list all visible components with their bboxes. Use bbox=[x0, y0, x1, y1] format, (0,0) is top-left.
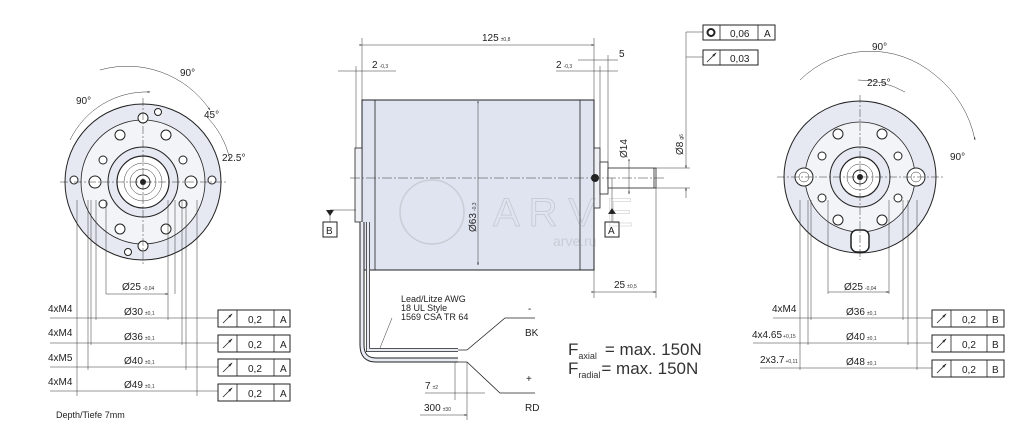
svg-text:0,06: 0,06 bbox=[730, 29, 750, 40]
svg-text:A: A bbox=[608, 226, 615, 237]
runout-icon bbox=[936, 363, 947, 374]
svg-text:0,2: 0,2 bbox=[962, 315, 976, 326]
svg-text:Ø49±0,1: Ø49±0,1 bbox=[124, 380, 155, 391]
right-offset-dim: 2-0,3 bbox=[556, 60, 572, 71]
svg-text:2x3.7+0,11: 2x3.7+0,11 bbox=[760, 355, 798, 366]
svg-text:B: B bbox=[326, 226, 333, 237]
left-dim-rows: 4xM4 Ø30±0,1 0,2 A 4xM4 Ø36±0,1 0,2 A 4x… bbox=[48, 304, 291, 402]
svg-text:Ø40±0,1: Ø40±0,1 bbox=[846, 332, 877, 343]
runout-icon bbox=[222, 387, 233, 398]
svg-text:Ø36±0,1: Ø36±0,1 bbox=[124, 332, 155, 343]
lead-length-dim: 300±30 bbox=[424, 403, 451, 414]
runout-icon bbox=[222, 338, 233, 349]
thread-label: 4xM4 bbox=[48, 304, 73, 315]
svg-text:0,03: 0,03 bbox=[730, 54, 750, 65]
svg-text:0,2: 0,2 bbox=[962, 365, 976, 376]
strip-length-dim: 7±2 bbox=[425, 381, 438, 392]
svg-text:4xM4: 4xM4 bbox=[48, 377, 73, 388]
svg-text:B: B bbox=[992, 365, 999, 376]
lead-note-2: 18 UL Style bbox=[401, 303, 447, 313]
runout-icon bbox=[936, 313, 947, 324]
left-row-1: 4xM4 Ø30±0,1 0,2 A bbox=[48, 304, 291, 328]
left-angle-1: 90° bbox=[76, 96, 91, 107]
lead-note-1: Lead/Litze AWG bbox=[401, 294, 466, 304]
svg-text:A: A bbox=[280, 364, 287, 375]
runout-icon bbox=[706, 52, 717, 63]
runout-icon bbox=[222, 313, 233, 324]
svg-text:4xM4: 4xM4 bbox=[48, 328, 73, 339]
svg-text:A: A bbox=[280, 315, 287, 326]
svg-text:0,2: 0,2 bbox=[248, 389, 262, 400]
left-angle-3: 45° bbox=[204, 110, 219, 121]
runout-icon bbox=[936, 338, 947, 349]
right-d25: Ø25-0,04 bbox=[844, 282, 877, 293]
shaft-tolerance-frames: 0,06 A 0,03 bbox=[685, 24, 776, 100]
wire-plus: + bbox=[526, 374, 532, 385]
depth-note: Depth/Tiefe 7mm bbox=[56, 410, 125, 420]
datum-a: A bbox=[604, 178, 620, 238]
wire-minus: - bbox=[528, 304, 531, 315]
hub-diameter: Ø14 bbox=[619, 139, 630, 158]
svg-text:0,2: 0,2 bbox=[248, 315, 262, 326]
left-d25: Ø25-0,04 bbox=[122, 282, 155, 293]
force-limits: Faxial= max. 150N Fradial= max. 150N bbox=[568, 340, 702, 380]
svg-text:0,2: 0,2 bbox=[962, 340, 976, 351]
right-row-1: 4xM4 Ø36±0,1 0,2 B bbox=[772, 304, 1005, 328]
radial-force: Fradial= max. 150N bbox=[568, 359, 698, 380]
right-row-3: 2x3.7+0,11 Ø48±0,1 0,2 B bbox=[760, 355, 1005, 378]
left-row-3: 4xM5 Ø40±0,1 0,2 A bbox=[48, 353, 291, 377]
svg-text:4xM4: 4xM4 bbox=[772, 304, 797, 315]
lead-note-3: 1569 CSA TR 64 bbox=[401, 312, 468, 322]
svg-text:0,2: 0,2 bbox=[248, 340, 262, 351]
watermark-logo: A R V E arve.ru bbox=[399, 179, 634, 249]
svg-text:Ø36±0,1: Ø36±0,1 bbox=[846, 307, 877, 318]
axial-force: Faxial= max. 150N bbox=[568, 340, 702, 361]
length-dim: 125±0,8 bbox=[482, 33, 511, 44]
left-flange-holes bbox=[69, 108, 217, 256]
right-flange-view: 90° 22.5° 90° Ø25-0,04 4xM4 Ø36±0,1 0,2 … bbox=[752, 42, 1005, 378]
left-row-4: 4xM4 Ø49±0,1 0,2 A bbox=[48, 377, 291, 402]
datum-b: B bbox=[322, 209, 356, 238]
svg-text:Ø40±0,1: Ø40±0,1 bbox=[124, 356, 155, 367]
shaft-diameter: Ø8g6 bbox=[675, 134, 686, 155]
left-flange-view: 90° 90° 45° 22.5° Ø25-0,04 4xM4 Ø30±0,1 … bbox=[48, 66, 291, 420]
body-diameter: Ø63-0,3 bbox=[468, 202, 479, 232]
left-offset-dim: 2-0,3 bbox=[372, 60, 388, 71]
svg-text:4xM5: 4xM5 bbox=[48, 353, 73, 364]
svg-text:A: A bbox=[280, 340, 287, 351]
right-angle-2: 22.5° bbox=[867, 78, 890, 89]
svg-text:A: A bbox=[280, 389, 287, 400]
motor-side-view: Ø63-0,3 125±0,8 2-0,3 2-0,3 5 Ø14 Ø8g6 0… bbox=[322, 24, 776, 420]
runout-icon bbox=[222, 362, 233, 373]
right-angle-3: 90° bbox=[950, 152, 965, 163]
wire-minus-color: BK bbox=[525, 328, 539, 339]
shaft-length-dim: 25±0,5 bbox=[614, 280, 637, 291]
svg-text:A: A bbox=[764, 29, 771, 40]
diameter-label: Ø30±0,1 bbox=[124, 307, 155, 318]
svg-text:B: B bbox=[992, 315, 999, 326]
left-row-2: 4xM4 Ø36±0,1 0,2 A bbox=[48, 328, 291, 353]
left-angle-2: 90° bbox=[180, 68, 195, 79]
svg-text:arve.ru: arve.ru bbox=[553, 233, 597, 249]
svg-text:B: B bbox=[992, 340, 999, 351]
right-row-2: 4x4.65+0,15 Ø40±0,1 0,2 B bbox=[752, 330, 1005, 353]
wire-plus-color: RD bbox=[525, 403, 539, 414]
circularity-icon bbox=[706, 28, 716, 37]
svg-text:0,2: 0,2 bbox=[248, 364, 262, 375]
left-angle-4: 22.5° bbox=[222, 153, 245, 164]
right-angle-1: 90° bbox=[872, 42, 887, 53]
shaft-step-dim: 5 bbox=[619, 49, 625, 60]
svg-text:Ø48±0,1: Ø48±0,1 bbox=[846, 357, 877, 368]
svg-text:4x4.65+0,15: 4x4.65+0,15 bbox=[752, 330, 796, 341]
svg-text:A R V E: A R V E bbox=[493, 191, 633, 235]
